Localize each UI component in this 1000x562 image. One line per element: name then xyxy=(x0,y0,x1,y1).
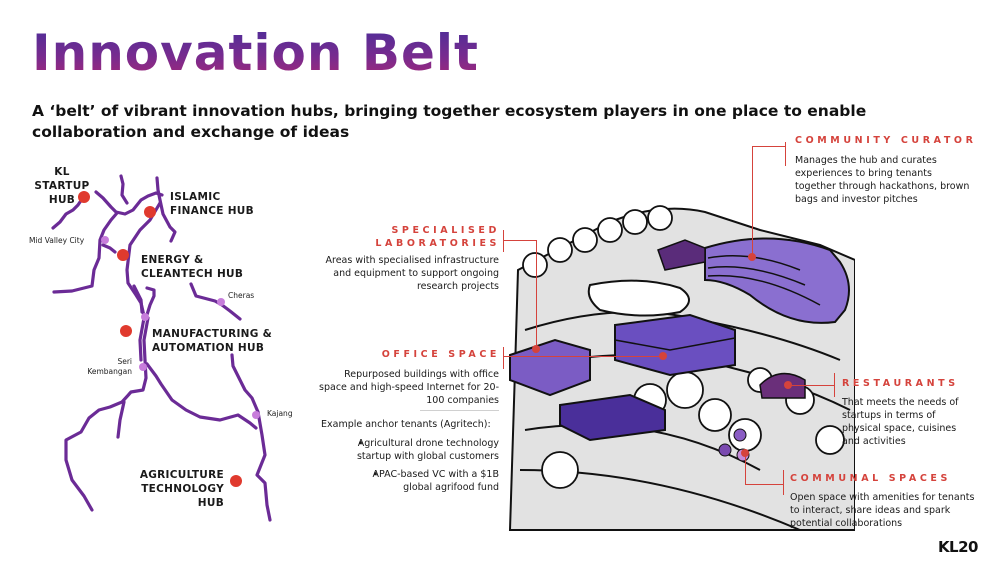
hub-label-line: TECHNOLOGY HUB xyxy=(141,483,224,509)
innovation-belt-map: KL STARTUP HUB ISLAMIC FINANCE HUB ENERG… xyxy=(0,150,300,550)
hub-label-agriculture-technology: AGRICULTURE TECHNOLOGY HUB xyxy=(112,468,224,510)
anchor-tenants-list: Agricultural drone technology startup wi… xyxy=(330,437,499,499)
connector-line xyxy=(536,240,537,348)
marker-specialised-labs xyxy=(532,345,540,353)
marker-restaurants xyxy=(784,381,792,389)
callout-text-restaurants: That meets the needs of startups in term… xyxy=(842,397,959,447)
place-label-mid-valley-city: Mid Valley City xyxy=(29,236,85,245)
connector-line xyxy=(783,470,784,495)
hub-label-line: ISLAMIC xyxy=(170,191,221,203)
hub-label-line: KL STARTUP xyxy=(34,166,90,192)
hub-label-line: MANUFACTURING & xyxy=(152,328,273,340)
hub-label-manufacturing-automation: MANUFACTURING & AUTOMATION HUB xyxy=(152,327,272,355)
callout-text-specialised-labs: Areas with specialised infrastructure an… xyxy=(325,255,499,292)
marker-community-curator xyxy=(748,253,756,261)
anchor-tenants-heading: Example anchor tenants (Agritech): xyxy=(321,419,491,430)
connector-line xyxy=(503,240,536,241)
hub-label-line: CLEANTECH HUB xyxy=(141,268,244,280)
hub-label-islamic-finance: ISLAMIC FINANCE HUB xyxy=(170,190,254,218)
connector-line xyxy=(503,230,504,252)
connector-line xyxy=(752,146,785,147)
connector-line xyxy=(752,146,753,256)
callout-heading-community-curator: COMMUNITY CURATOR xyxy=(795,135,977,146)
hub-label-line: FINANCE HUB xyxy=(170,205,254,217)
hub-label-line: AUTOMATION HUB xyxy=(152,342,265,354)
hub-label-kl-startup: KL STARTUP HUB xyxy=(26,165,98,207)
connector-line xyxy=(745,484,783,485)
callout-heading-office-space: OFFICE SPACE xyxy=(381,349,500,360)
hub-label-line: HUB xyxy=(48,194,76,206)
connector-line xyxy=(503,347,504,369)
road-network xyxy=(51,174,272,522)
place-label-line: Seri xyxy=(117,357,132,366)
connector-line xyxy=(745,452,746,484)
connector-line xyxy=(503,356,663,357)
callout-heading-communal-spaces: COMMUNAL SPACES xyxy=(790,473,951,484)
campus-illustration xyxy=(500,170,856,540)
place-label-cheras: Cheras xyxy=(228,291,255,300)
marker-communal-spaces xyxy=(741,449,749,457)
callout-heading-specialised-labs: SPECIALISED LABORATORIES xyxy=(370,224,500,250)
hub-label-line: AGRICULTURE xyxy=(139,469,224,481)
anchor-tenant-item: Agricultural drone technology startup wi… xyxy=(330,437,499,463)
hub-label-energy-cleantech: ENERGY & CLEANTECH HUB xyxy=(141,253,243,281)
place-label-line: Kembangan xyxy=(87,367,132,376)
callout-text-community-curator: Manages the hub and curates experiences … xyxy=(795,155,970,205)
connector-line xyxy=(788,385,834,386)
connector-line xyxy=(785,142,786,166)
page-title: Innovation Belt xyxy=(32,24,479,82)
place-label-kajang: Kajang xyxy=(267,409,293,418)
connector-line xyxy=(834,373,835,397)
heading-line: SPECIALISED xyxy=(391,225,500,236)
divider xyxy=(420,410,499,411)
hub-label-line: ENERGY & xyxy=(141,254,204,266)
marker-office-space xyxy=(659,352,667,360)
heading-line: LABORATORIES xyxy=(375,238,500,249)
callout-text-office-space: Repurposed buildings with office space a… xyxy=(319,369,499,406)
anchor-tenant-item: APAC-based VC with a $1B global agrifood… xyxy=(330,468,499,494)
place-label-seri-kembangan: Seri Kembangan xyxy=(80,357,132,377)
callout-text-communal-spaces: Open space with amenities for tenants to… xyxy=(790,492,975,529)
campus-drawing xyxy=(508,205,856,531)
kl20-logo: KL20 xyxy=(937,538,979,556)
callout-heading-restaurants: RESTAURANTS xyxy=(842,378,959,389)
page-subtitle: A ‘belt’ of vibrant innovation hubs, bri… xyxy=(32,102,867,141)
